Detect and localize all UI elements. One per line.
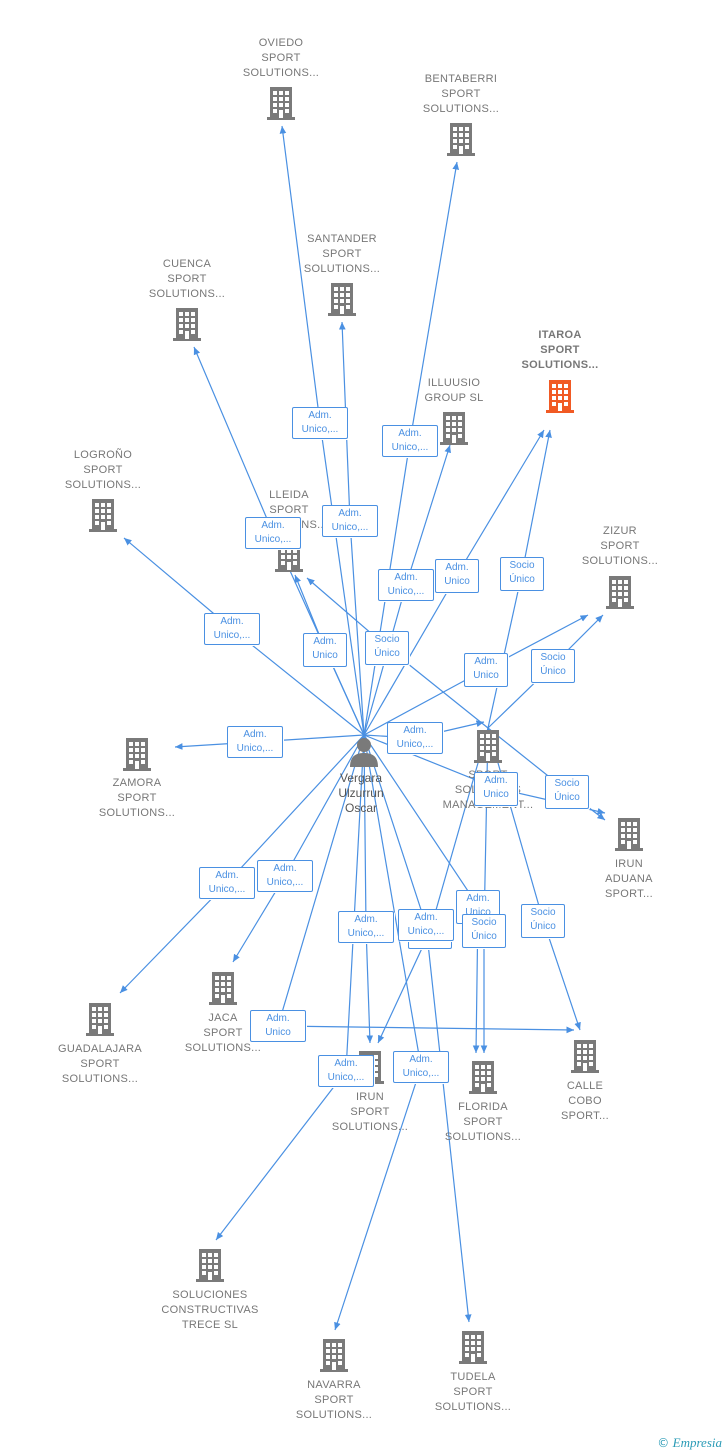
guadalajara-building-icon[interactable] [85, 1002, 115, 1036]
person-name[interactable]: Vergara Ulzurrun Oscar [338, 771, 384, 815]
itaroa-label[interactable]: ITAROA SPORT SOLUTIONS... [521, 329, 599, 371]
edge-role-label[interactable]: Adm. Unico,... [199, 867, 255, 899]
irun-label[interactable]: IRUN SPORT SOLUTIONS... [331, 1091, 409, 1133]
zamora-building-icon[interactable] [122, 737, 152, 771]
bentaberri-label[interactable]: BENTABERRI SPORT SOLUTIONS... [422, 73, 500, 115]
irun-aduana-label[interactable]: IRUN ADUANA SPORT... [604, 858, 654, 900]
logrono-building-icon[interactable] [88, 498, 118, 532]
oviedo-building-icon[interactable] [266, 86, 296, 120]
zizur-label[interactable]: ZIZUR SPORT SOLUTIONS... [581, 525, 659, 567]
brand-logo: Empresia [672, 1435, 722, 1450]
edge-role-label[interactable]: Socio Único [545, 775, 589, 809]
edge-role-label[interactable]: Adm. Unico,... [257, 860, 313, 892]
bentaberri-building-icon[interactable] [446, 122, 476, 156]
florida-label[interactable]: FLORIDA SPORT SOLUTIONS... [444, 1101, 522, 1143]
illuusio-building-icon[interactable] [439, 411, 469, 445]
edge-role-label[interactable]: Adm. Unico [250, 1010, 306, 1042]
tudela-building-icon[interactable] [458, 1330, 488, 1364]
edge-role-label[interactable]: Socio Único [462, 914, 506, 948]
edge-role-label[interactable]: Adm. Unico,... [382, 425, 438, 457]
navarra-building-icon[interactable] [319, 1338, 349, 1372]
edge-role-label[interactable]: Adm. Unico [303, 633, 347, 667]
edge-role-label[interactable]: Adm. Unico,... [322, 505, 378, 537]
itaroa-building-icon[interactable] [545, 379, 575, 413]
logrono-label[interactable]: LOGROÑO SPORT SOLUTIONS... [64, 449, 142, 491]
calle-cobo-label[interactable]: CALLE COBO SPORT... [560, 1080, 610, 1122]
jaca-building-icon[interactable] [208, 971, 238, 1005]
edge-role-label[interactable]: Socio Único [365, 631, 409, 665]
soluciones-building-icon[interactable] [195, 1248, 225, 1282]
edge-role-label[interactable]: Adm. Unico,... [393, 1051, 449, 1083]
irun-aduana-building-icon[interactable] [614, 817, 644, 851]
edge-role-label[interactable]: Adm. Unico [435, 559, 479, 593]
santander-label[interactable]: SANTANDER SPORT SOLUTIONS... [303, 233, 381, 275]
person-icon[interactable] [346, 734, 382, 770]
footer-brand: © Empresia [657, 1435, 722, 1451]
edge-role-label[interactable]: Socio Único [500, 557, 544, 591]
illuusio-label[interactable]: ILLUUSIO GROUP SL [424, 377, 484, 404]
edge-role-label[interactable]: Adm. Unico,... [245, 517, 301, 549]
florida-building-icon[interactable] [468, 1060, 498, 1094]
guadalajara-label[interactable]: GUADALAJARA SPORT SOLUTIONS... [58, 1043, 142, 1085]
cuenca-building-icon[interactable] [172, 307, 202, 341]
oviedo-label[interactable]: OVIEDO SPORT SOLUTIONS... [242, 37, 320, 79]
zamora-label[interactable]: ZAMORA SPORT SOLUTIONS... [98, 777, 176, 819]
edge-role-label[interactable]: Adm. Unico,... [398, 909, 454, 941]
santander-building-icon[interactable] [327, 282, 357, 316]
calle-cobo-building-icon[interactable] [570, 1039, 600, 1073]
edge-role-label[interactable]: Adm. Unico,... [318, 1055, 374, 1087]
tudela-label[interactable]: TUDELA SPORT SOLUTIONS... [434, 1371, 512, 1413]
edge-role-label[interactable]: Adm. Unico,... [387, 722, 443, 754]
jaca-label[interactable]: JACA SPORT SOLUTIONS... [184, 1012, 262, 1054]
navarra-label[interactable]: NAVARRA SPORT SOLUTIONS... [295, 1379, 373, 1421]
zizur-building-icon[interactable] [605, 575, 635, 609]
edge-role-label[interactable]: Adm. Unico,... [378, 569, 434, 601]
edge-role-label[interactable]: Adm. Unico,... [227, 726, 283, 758]
edge-role-label[interactable]: Socio Único [521, 904, 565, 938]
edge-role-label[interactable]: Adm. Unico,... [338, 911, 394, 943]
management-building-icon[interactable] [473, 729, 503, 763]
cuenca-label[interactable]: CUENCA SPORT SOLUTIONS... [148, 258, 226, 300]
edge-role-label[interactable]: Adm. Unico [464, 653, 508, 687]
edge-role-label[interactable]: Adm. Unico [474, 772, 518, 806]
edge-role-label[interactable]: Socio Único [531, 649, 575, 683]
edge-role-label[interactable]: Adm. Unico,... [292, 407, 348, 439]
copyright-symbol: © [657, 1436, 670, 1450]
edge-role-label[interactable]: Adm. Unico,... [204, 613, 260, 645]
soluciones-label[interactable]: SOLUCIONES CONSTRUCTIVAS TRECE SL [161, 1289, 259, 1331]
